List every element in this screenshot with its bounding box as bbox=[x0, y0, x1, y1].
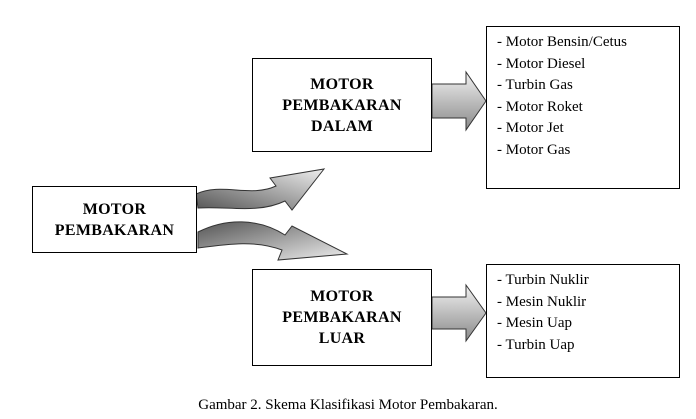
list-item: - Motor Roket bbox=[497, 98, 583, 115]
list-item: - Motor Gas bbox=[497, 141, 571, 158]
external-line-1: MOTOR bbox=[310, 288, 374, 305]
curved-arrow-up-icon bbox=[195, 168, 326, 211]
internal-examples-list: - Motor Bensin/Cetus - Motor Diesel - Tu… bbox=[497, 32, 679, 161]
curved-arrow-down-icon bbox=[197, 221, 349, 261]
list-item: - Mesin Nuklir bbox=[497, 293, 587, 310]
external-line-2: PEMBAKARAN bbox=[282, 309, 402, 326]
external-line-3: LUAR bbox=[318, 330, 366, 347]
list-item: - Motor Bensin/Cetus bbox=[497, 34, 627, 50]
block-arrow-right-icon bbox=[431, 283, 487, 343]
internal-line-1: MOTOR bbox=[310, 75, 374, 93]
internal-line-2: PEMBAKARAN bbox=[282, 96, 402, 114]
list-item: - Motor Jet bbox=[497, 120, 564, 136]
internal-line-3: DALAM bbox=[311, 117, 373, 135]
internal-examples-box: - Motor Bensin/Cetus - Motor Diesel - Tu… bbox=[486, 26, 680, 189]
list-item: - Motor Diesel bbox=[497, 55, 586, 72]
list-item: - Turbin Uap bbox=[497, 336, 575, 353]
block-arrow-right-icon bbox=[431, 70, 487, 132]
internal-combustion-box: MOTOR PEMBAKARAN DALAM bbox=[252, 58, 432, 152]
external-examples-box: - Turbin Nuklir - Mesin Nuklir - Mesin U… bbox=[486, 264, 680, 378]
list-item: - Turbin Nuklir bbox=[497, 272, 589, 288]
external-combustion-box: MOTOR PEMBAKARAN LUAR bbox=[252, 269, 432, 366]
root-line-2: PEMBAKARAN bbox=[54, 221, 175, 239]
root-line-1: MOTOR bbox=[82, 200, 147, 218]
list-item: - Mesin Uap bbox=[497, 315, 572, 331]
external-examples-list: - Turbin Nuklir - Mesin Nuklir - Mesin U… bbox=[497, 270, 679, 356]
figure-caption: Gambar 2. Skema Klasifikasi Motor Pembak… bbox=[198, 397, 498, 413]
root-box: MOTOR PEMBAKARAN bbox=[32, 186, 197, 253]
list-item: - Turbin Gas bbox=[497, 77, 573, 93]
